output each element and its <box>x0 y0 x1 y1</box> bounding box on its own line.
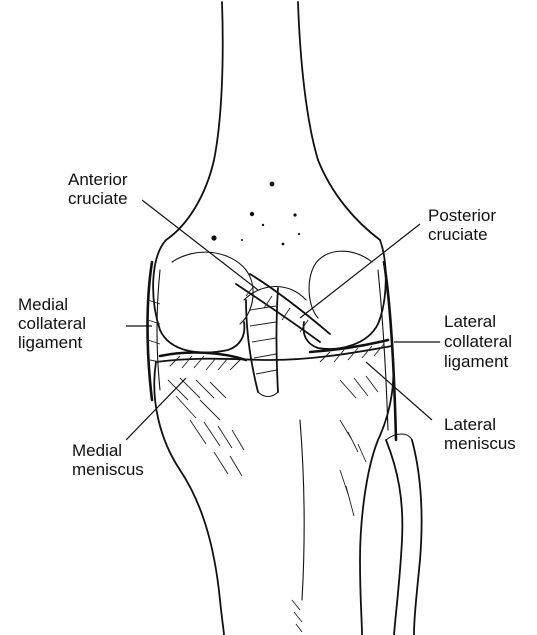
anterior-cruciate-ligament <box>246 288 278 397</box>
posterior-cruciate-leader <box>300 224 420 318</box>
label-lateral-collateral-ligament: Lateral collateral ligament <box>444 312 517 371</box>
label-anterior-cruciate: Anterior cruciate <box>68 170 132 208</box>
label-lateral-meniscus: Lateral meniscus <box>444 415 516 453</box>
label-medial-collateral-ligament: Medial collateral ligament <box>18 295 91 352</box>
medial-meniscus <box>160 353 246 420</box>
label-medial-meniscus: Medial meniscus <box>72 441 144 479</box>
medial-meniscus-leader <box>126 378 186 440</box>
lateral-meniscus-leader <box>366 362 432 420</box>
tibia-shading <box>190 420 366 632</box>
fibula <box>386 434 422 635</box>
tibia <box>154 346 393 635</box>
label-posterior-cruciate: Posterior cruciate <box>428 206 501 244</box>
lateral-collateral-ligament <box>378 262 396 440</box>
